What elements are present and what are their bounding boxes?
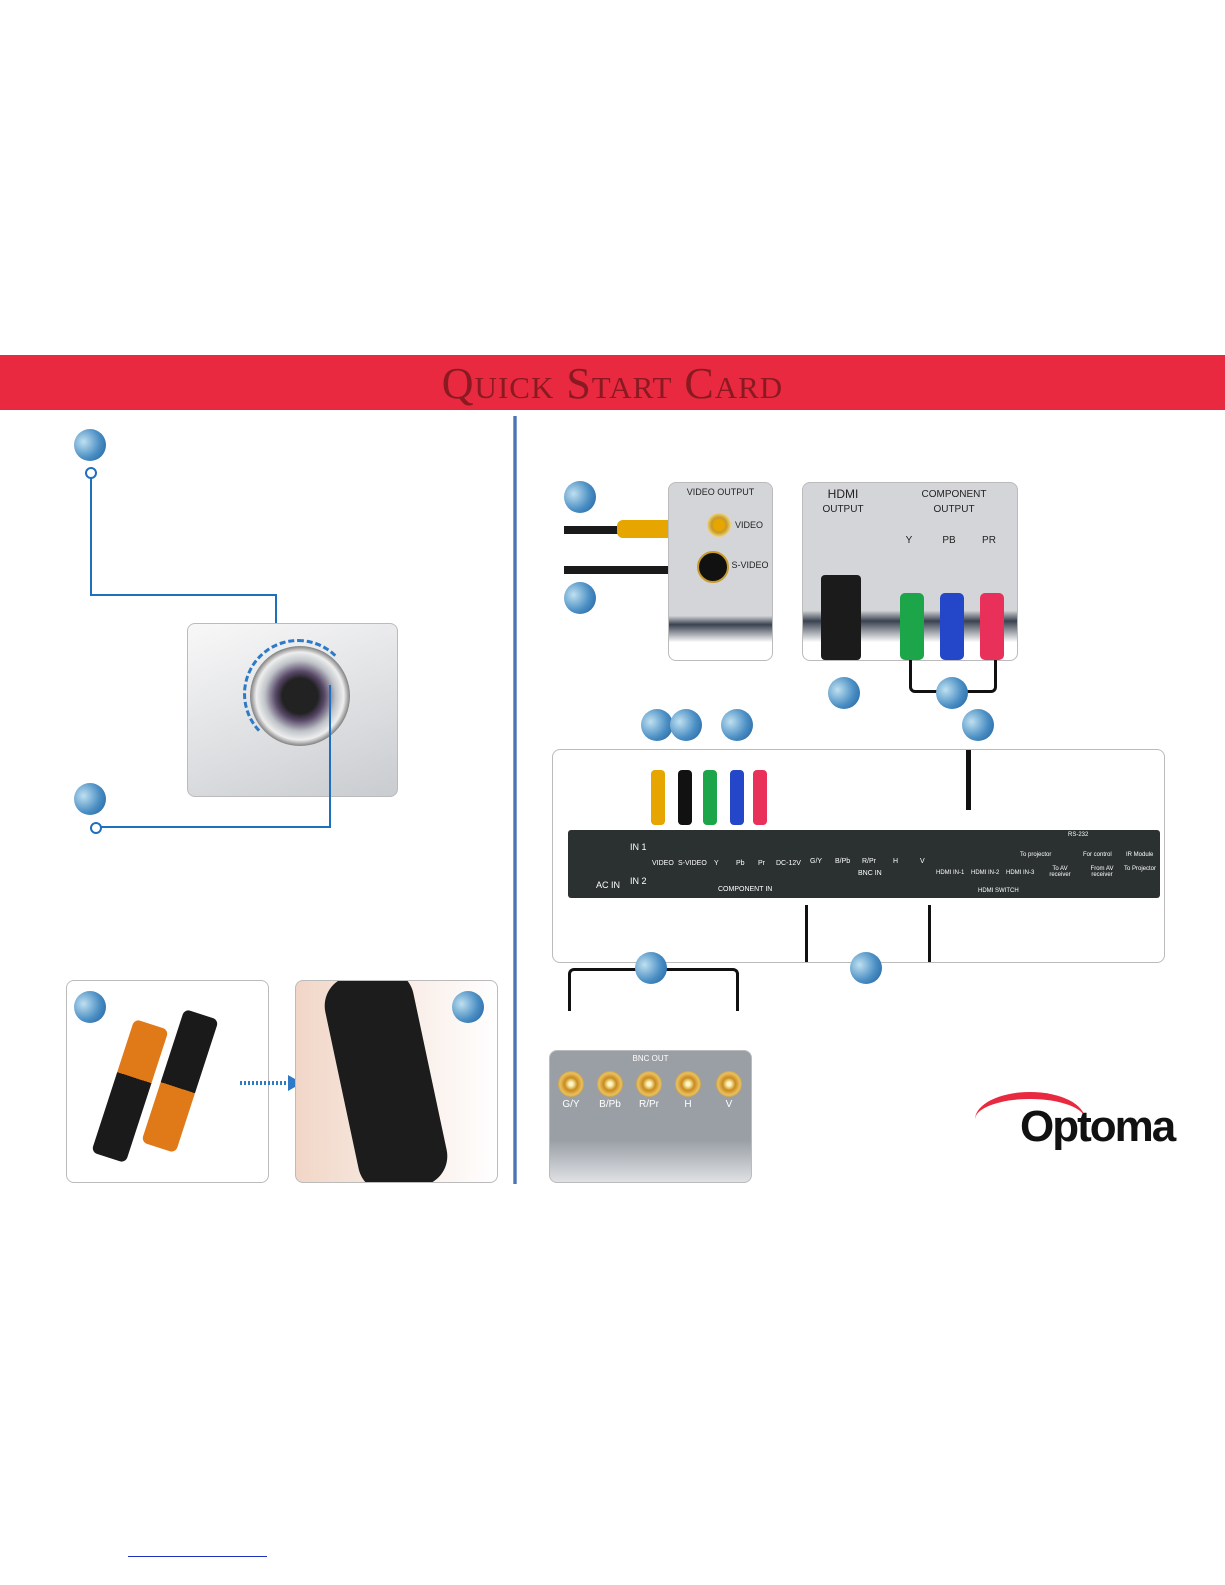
hdmi-subtitle: OUTPUT (822, 504, 864, 515)
rs232-label: RS-232 (1068, 832, 1089, 838)
for-control-label: For control (1083, 852, 1112, 858)
port-label: R/Pr (639, 1099, 659, 1110)
header-band (0, 355, 1225, 410)
callout-line (90, 594, 276, 596)
batteries-image (66, 980, 269, 1183)
switcher-image: IN 1 IN 2 AC IN VIDEO S-VIDEO Y Pb Pr CO… (552, 749, 1165, 963)
switcher-body: IN 1 IN 2 AC IN VIDEO S-VIDEO Y Pb Pr CO… (568, 830, 1160, 898)
port-label: HDMI IN-3 (1006, 870, 1035, 876)
step-badge (962, 709, 994, 741)
plug-red (980, 593, 1004, 660)
bnc-out-panel: BNC OUT G/Y B/Pb R/Pr H V (549, 1050, 752, 1183)
callout-dot (90, 822, 102, 834)
arrow-right-icon (240, 1081, 290, 1085)
column-divider (513, 416, 517, 1184)
port-label: Y (714, 860, 719, 867)
in2-label: IN 2 (630, 876, 647, 886)
port-label: PR (982, 535, 996, 546)
video-port (707, 513, 731, 537)
port-label: H (893, 858, 899, 865)
optoma-logo: Optoma (1020, 1102, 1176, 1151)
step-badge-bnc-out (635, 952, 667, 984)
link-underline (128, 1556, 267, 1557)
port-label: R/Pr (862, 858, 876, 865)
port-label: HDMI IN-1 (936, 870, 965, 876)
cable-red (753, 770, 767, 825)
step-badge-focus (74, 429, 106, 461)
port-label: V (920, 858, 925, 865)
port-label: Pb (736, 860, 745, 867)
svideo-cable (678, 770, 692, 825)
rotate-arrow-icon (243, 639, 353, 749)
plug-blue (940, 593, 964, 660)
port-label: H (684, 1099, 692, 1110)
step-badge-zoom (74, 783, 106, 815)
port-label: B/Pb (835, 858, 851, 865)
hdmi-cable (966, 750, 971, 810)
svideo-label: S-VIDEO (731, 560, 769, 570)
video-cable (651, 770, 665, 825)
step-badge-batteries (74, 991, 106, 1023)
component-title: COMPONENT (921, 489, 987, 500)
component-in-label: COMPONENT IN (718, 886, 773, 893)
svideo-label: S-VIDEO (678, 860, 707, 867)
hdmi-title: HDMI (827, 487, 859, 501)
in1-label: IN 1 (630, 842, 647, 852)
callout-line (90, 477, 92, 595)
to-projector-label: To projector (1020, 852, 1052, 858)
bnc-in-label: BNC IN (858, 870, 882, 877)
bnc-out-title: BNC OUT (632, 1054, 669, 1063)
video-plug (617, 520, 677, 538)
step-badge-hdmi (828, 677, 860, 709)
callout-line (100, 826, 331, 828)
projector-lens-image (187, 623, 398, 797)
hdmi-plug (821, 575, 861, 660)
step-badge-video (564, 481, 596, 513)
to-projector-label: To Projector (1124, 866, 1157, 872)
bnc-port (558, 1071, 584, 1097)
port-label: G/Y (562, 1099, 580, 1110)
port-label: Y (905, 535, 913, 546)
step-badge-component (936, 677, 968, 709)
cable-blue (730, 770, 744, 825)
port-label: HDMI IN-2 (971, 870, 1000, 876)
bnc-port (716, 1071, 742, 1097)
step-badge-svideo (564, 582, 596, 614)
svideo-cable (564, 566, 694, 574)
step-badge (721, 709, 753, 741)
ac-in-label: AC IN (596, 880, 621, 890)
video-label: VIDEO (652, 860, 674, 867)
cable-green (703, 770, 717, 825)
component-subtitle: OUTPUT (933, 504, 975, 515)
port-label: Pr (758, 860, 765, 867)
from-av-label: From AV receiver (1090, 866, 1114, 878)
video-output-panel: VIDEO OUTPUT VIDEO S-VIDEO (668, 482, 773, 661)
bnc-cable-bundle (805, 905, 931, 962)
port-label: V (725, 1099, 733, 1110)
bnc-port (675, 1071, 701, 1097)
step-badge-insert (452, 991, 484, 1023)
port-label: B/Pb (599, 1099, 621, 1110)
port-label: To AV receiver (1049, 866, 1071, 878)
optoma-swoosh-icon (975, 1092, 1085, 1125)
ir-module-label: IR Module (1126, 852, 1154, 858)
port-label: PB (942, 535, 956, 546)
step-badge-bnc-in (850, 952, 882, 984)
plug-green (900, 593, 924, 660)
hdmi-switch-label: HDMI SWITCH (978, 888, 1019, 894)
svideo-port (697, 551, 729, 583)
page-title: Quick Start Card (441, 359, 784, 408)
bnc-port (636, 1071, 662, 1097)
remote (319, 981, 453, 1182)
panel-title: VIDEO OUTPUT (686, 487, 755, 497)
dc-label: DC-12V (776, 860, 801, 867)
port-label: G/Y (810, 858, 823, 865)
video-label: VIDEO (734, 520, 763, 530)
hdmi-component-panel: HDMI OUTPUT COMPONENT OUTPUT Y PB PR (802, 482, 1018, 661)
step-badge (670, 709, 702, 741)
step-badge (641, 709, 673, 741)
callout-line (329, 685, 331, 827)
bnc-port (597, 1071, 623, 1097)
